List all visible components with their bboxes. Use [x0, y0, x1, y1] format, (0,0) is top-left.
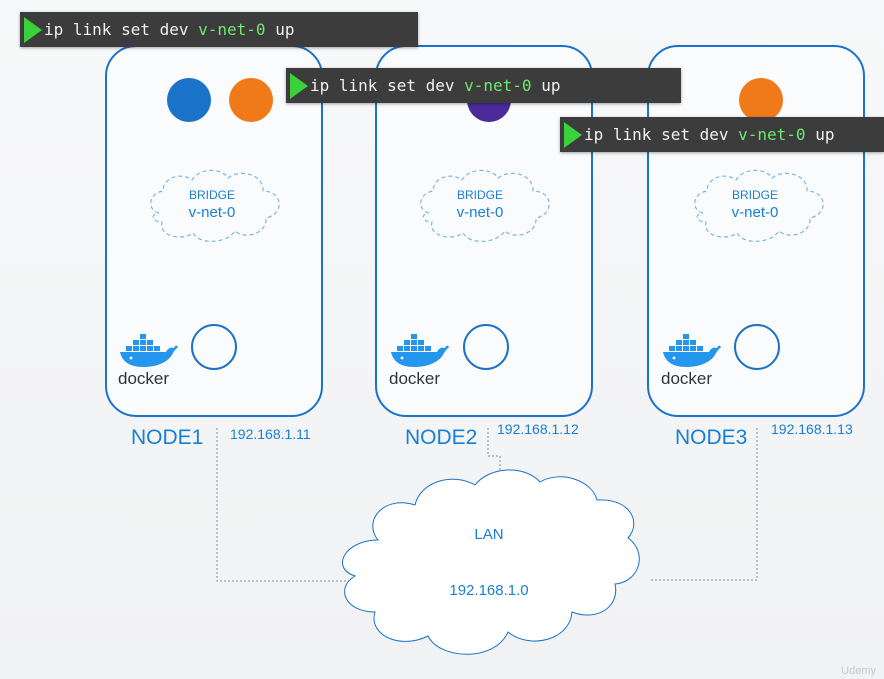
- node1-container-orange: [229, 78, 273, 122]
- command-prefix: ip link set dev: [584, 125, 739, 144]
- node3-bridge-label: BRIDGE: [732, 188, 778, 202]
- lan-cloud: [342, 469, 640, 655]
- node3-ip: 192.168.1.13: [771, 421, 853, 437]
- command-arg: v-net-0: [738, 125, 806, 144]
- node3-title: NODE3: [675, 426, 747, 449]
- lan-label: LAN: [474, 526, 503, 543]
- command-prefix: ip link set dev: [310, 76, 465, 95]
- node3-host-interface: [734, 324, 780, 370]
- node1-docker-label: docker: [118, 369, 169, 388]
- node1-container-blue: [167, 78, 211, 122]
- node1-title: NODE1: [131, 426, 203, 449]
- node2-bridge-name: v-net-0: [457, 204, 504, 221]
- node1-ip: 192.168.1.11: [230, 426, 311, 442]
- command-overlay-1: ip link set dev v-net-0 up: [20, 12, 418, 47]
- node2-bridge-label: BRIDGE: [457, 188, 503, 202]
- play-icon: [24, 16, 42, 43]
- node1-host-interface: [191, 324, 237, 370]
- node1-bridge-label: BRIDGE: [189, 188, 235, 202]
- node2-title: NODE2: [405, 426, 477, 449]
- command-overlay-2: ip link set dev v-net-0 up: [286, 68, 681, 103]
- command-overlay-3: ip link set dev v-net-0 up: [560, 117, 884, 152]
- command-suffix: up: [531, 76, 561, 95]
- node2-bridge-cloud: [420, 169, 550, 242]
- node1-lan-link: [216, 428, 362, 582]
- node1-bridge-name: v-net-0: [189, 204, 236, 221]
- lan-subnet: 192.168.1.0: [449, 582, 528, 599]
- node3-lan-link: [650, 428, 758, 581]
- node2-box: [375, 45, 593, 417]
- udemy-watermark: Udemy: [841, 665, 876, 677]
- command-arg: v-net-0: [198, 20, 266, 39]
- command-prefix: ip link set dev: [44, 20, 199, 39]
- node3-bridge-cloud: [694, 169, 824, 242]
- node2-host-interface: [463, 324, 509, 370]
- node3-docker-label: docker: [661, 369, 712, 388]
- node3-bridge-name: v-net-0: [732, 204, 779, 221]
- node3-container-orange: [739, 78, 783, 122]
- command-arg: v-net-0: [464, 76, 532, 95]
- command-suffix: up: [805, 125, 835, 144]
- command-suffix: up: [265, 20, 295, 39]
- node2-docker-label: docker: [389, 369, 440, 388]
- play-icon: [290, 72, 308, 99]
- node1-bridge-cloud: [150, 169, 280, 242]
- node2-ip: 192.168.1.12: [497, 421, 579, 437]
- play-icon: [564, 121, 582, 148]
